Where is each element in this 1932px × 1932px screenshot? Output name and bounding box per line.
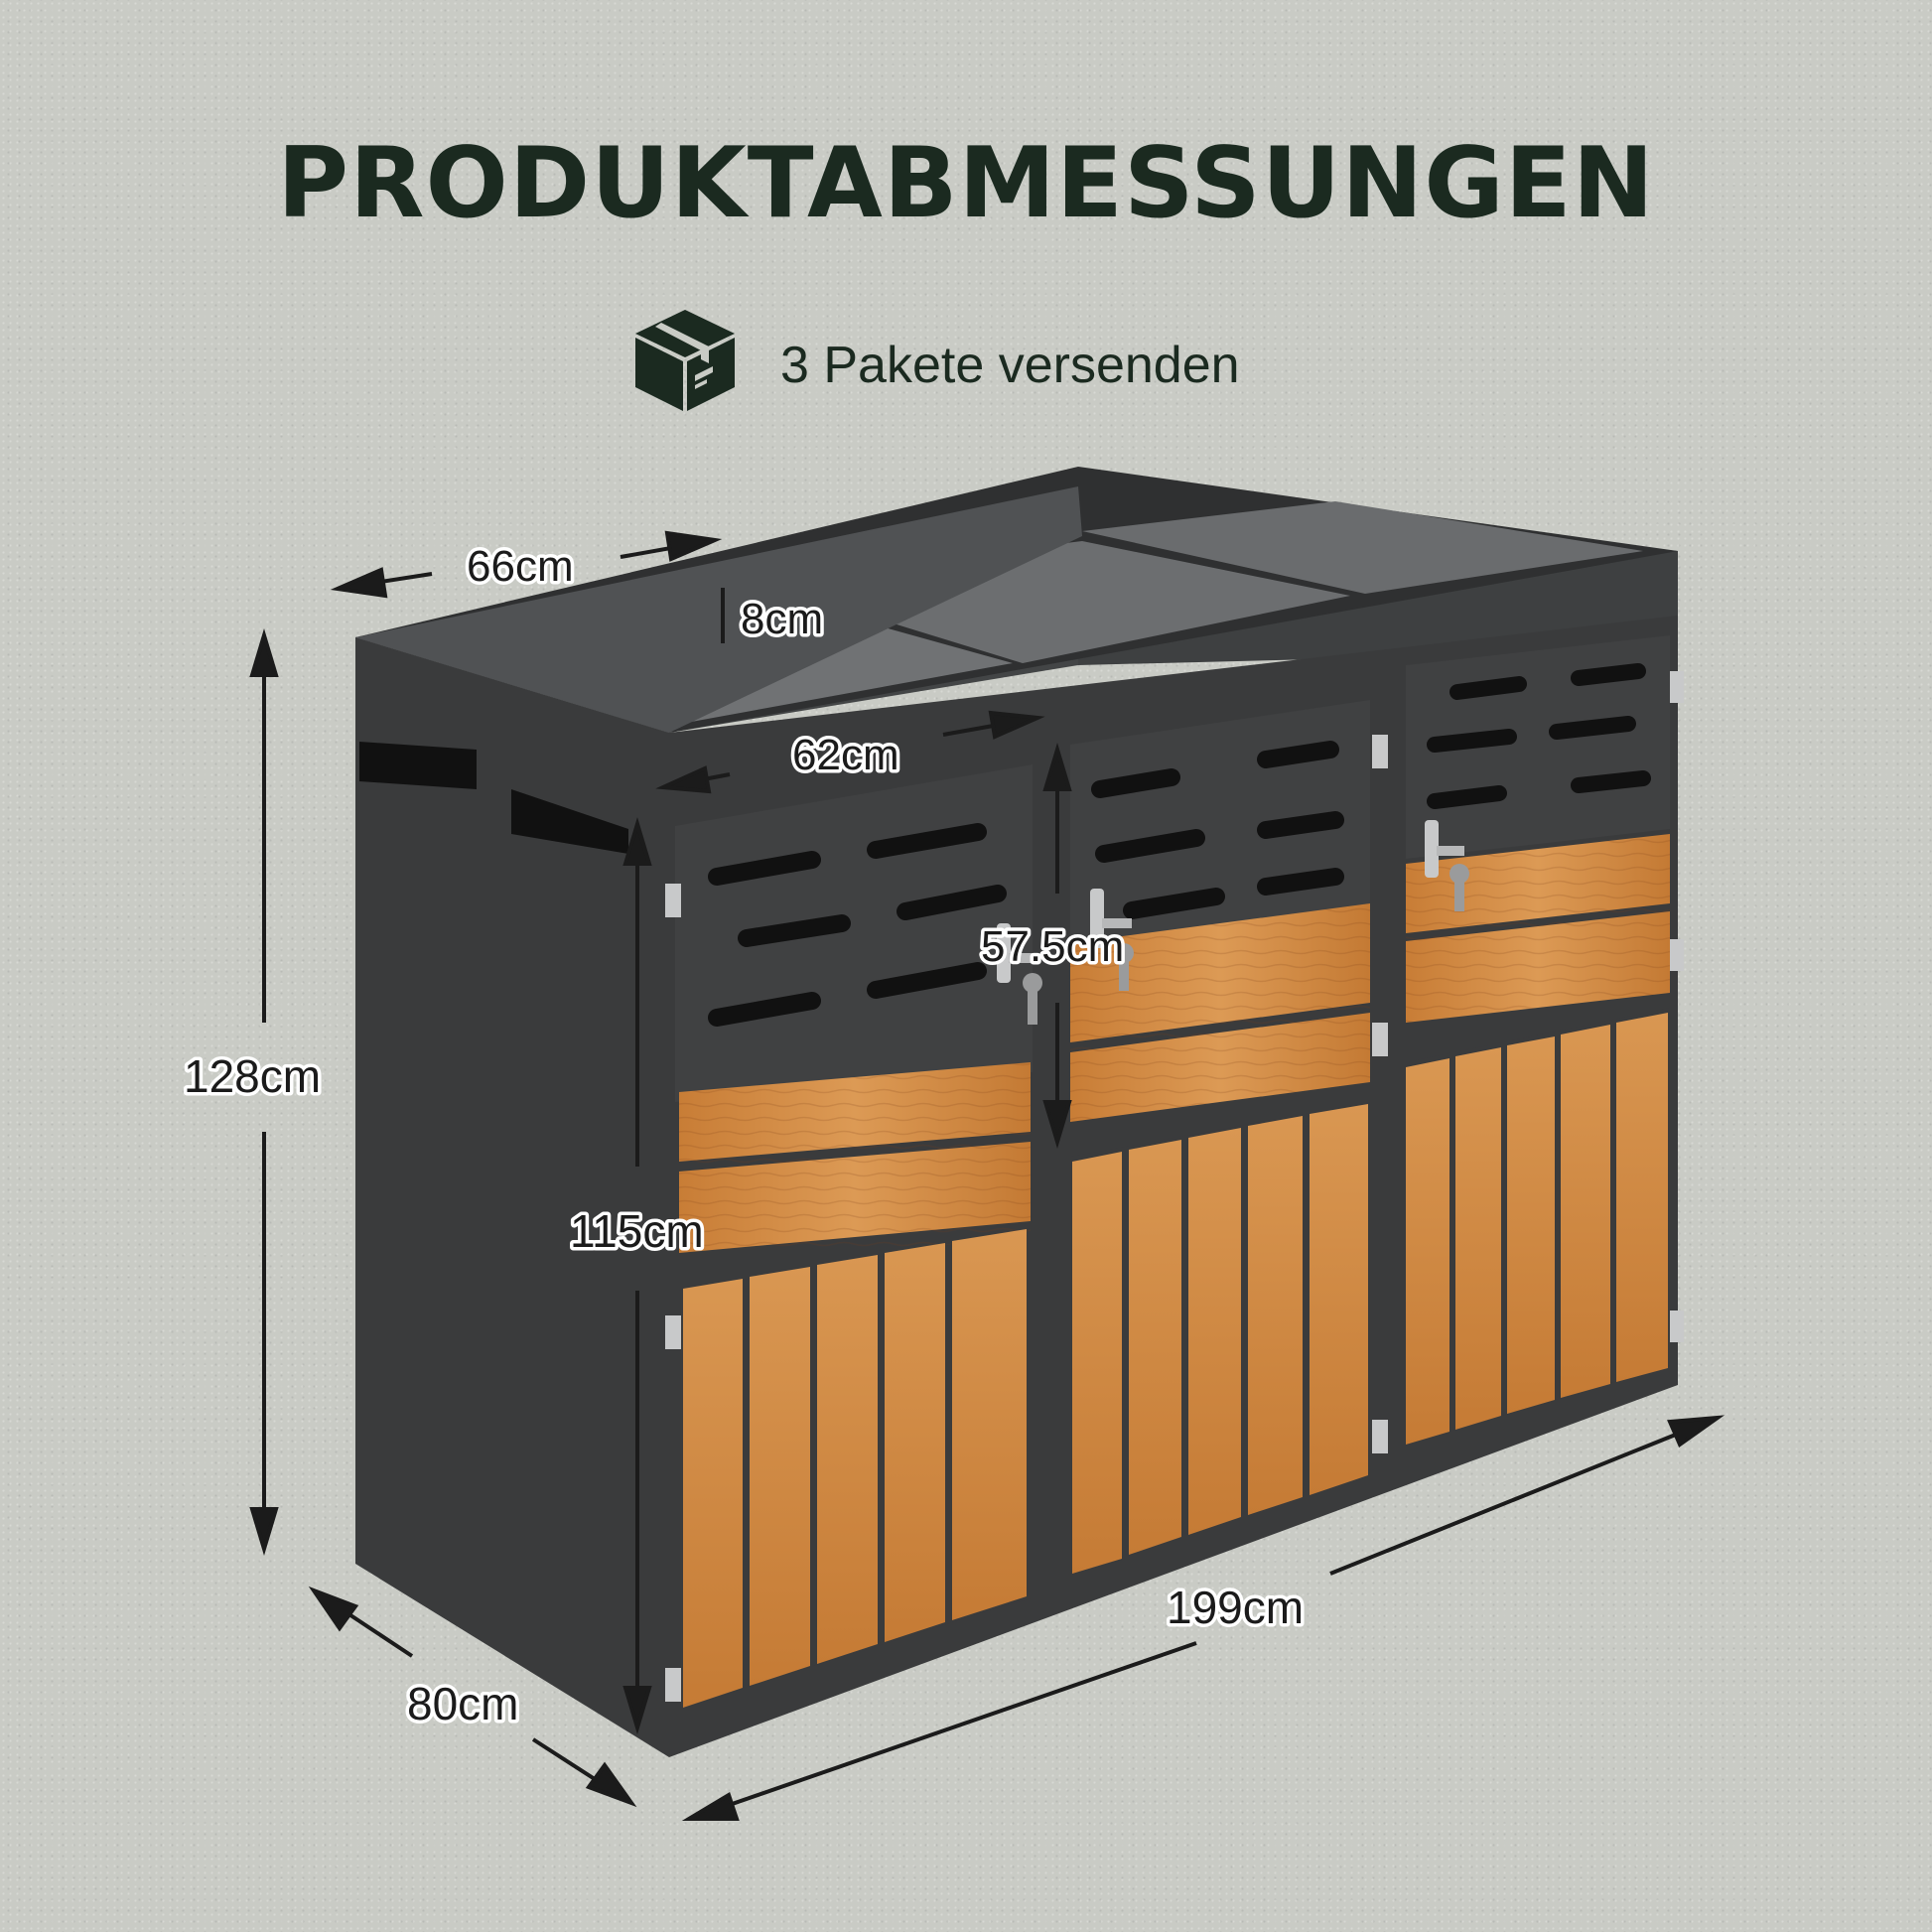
side-panel (355, 637, 669, 1757)
label-door-height: 115cm (570, 1205, 704, 1257)
page-title: PRODUKTABMESSUNGEN (277, 127, 1655, 240)
door-middle[interactable] (1070, 700, 1388, 1574)
dimension-arrows (249, 530, 1725, 1821)
label-depth: 80cm (407, 1678, 518, 1729)
label-total-width: 199cm (1167, 1582, 1304, 1633)
door-right[interactable] (1406, 635, 1684, 1445)
label-top-depth: 66cm (467, 542, 574, 591)
top-tray (355, 467, 1678, 733)
label-total-height: 128cm (184, 1050, 321, 1102)
shipping-note: 3 Pakete versenden (780, 337, 1240, 394)
label-rim-height: 8cm (741, 595, 823, 643)
door-left[interactable] (665, 764, 1042, 1708)
package-box-icon (635, 310, 735, 411)
label-lid-height: 57.5cm (981, 922, 1124, 971)
label-top-width: 62cm (792, 731, 899, 779)
